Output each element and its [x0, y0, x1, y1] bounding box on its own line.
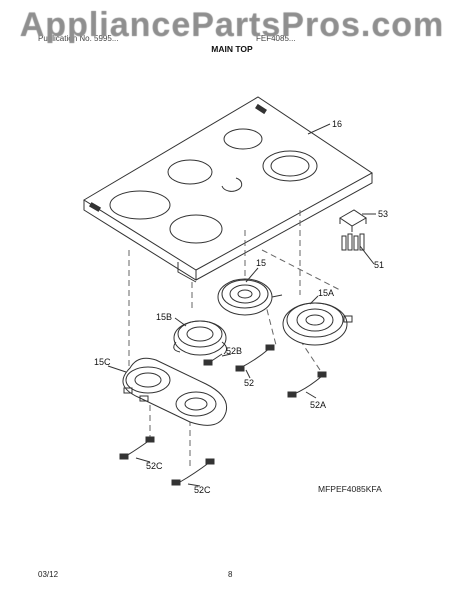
model-header: FEF4085...: [256, 34, 296, 43]
callout-15a: 15A: [318, 288, 334, 298]
callout-52c-first: 52C: [146, 461, 163, 471]
cooktop-glass-top[interactable]: [83, 96, 373, 283]
callout-53: 53: [378, 209, 388, 219]
terminal-block-51[interactable]: [341, 233, 365, 251]
wire-harness-52[interactable]: [235, 344, 275, 372]
callout-51: 51: [374, 260, 384, 270]
surface-element-15a[interactable]: [282, 302, 353, 346]
model-code: MFPEF4085KFA: [318, 484, 382, 494]
callout-52a: 52A: [310, 400, 326, 410]
footer-page-number: 8: [228, 570, 233, 579]
surface-element-15c[interactable]: [122, 357, 228, 426]
callout-15: 15: [256, 258, 266, 268]
footer-date: 03/12: [38, 570, 59, 579]
surface-element-15[interactable]: [217, 278, 283, 316]
callout-15b: 15B: [156, 312, 172, 322]
callout-52: 52: [244, 378, 254, 388]
callout-52c-second: 52C: [194, 485, 211, 495]
callout-leaders: [107, 123, 376, 487]
section-title: MAIN TOP: [211, 44, 253, 54]
callout-16: 16: [332, 119, 342, 129]
wire-harness-52c-1[interactable]: [119, 436, 155, 460]
wire-harness-52c-2[interactable]: [171, 458, 215, 486]
terminal-block-53[interactable]: [339, 209, 367, 232]
surface-element-15b[interactable]: [173, 320, 228, 356]
callout-52b: 52B: [226, 346, 242, 356]
publication-header: Publication No. 5995...: [38, 34, 119, 43]
wire-harness-52a[interactable]: [287, 371, 327, 398]
alignment-lines: [128, 210, 341, 470]
callout-15c: 15C: [94, 357, 111, 367]
wire-harness-52b[interactable]: [203, 353, 223, 366]
